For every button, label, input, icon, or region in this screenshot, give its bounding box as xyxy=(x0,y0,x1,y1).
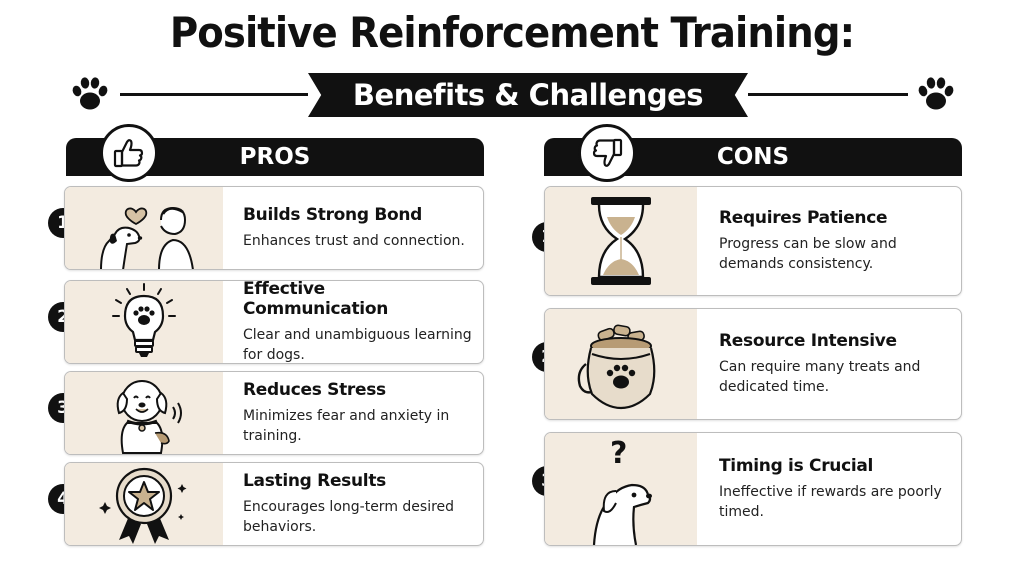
cons-desc-3: Ineffective if rewards are poorly timed. xyxy=(719,484,942,520)
pros-heading-3: Reduces Stress xyxy=(243,380,386,400)
cons-label: CONS xyxy=(716,144,790,170)
treat-pouch-icon xyxy=(577,324,656,410)
paw-print-icon-left xyxy=(72,77,108,110)
cons-desc-1: Progress can be slow and demands consist… xyxy=(719,236,897,272)
lightbulb-paw-icon xyxy=(112,283,176,357)
page-title: Positive Reinforcement Training: xyxy=(169,8,855,57)
pros-desc-1: Enhances trust and connection. xyxy=(243,233,465,249)
dog-and-person-heart-icon xyxy=(100,206,194,269)
pros-card-4: Lasting Results Encourages long-term des… xyxy=(64,462,484,546)
pros-card-1: Builds Strong Bond Enhances trust and co… xyxy=(64,186,484,270)
cons-card-2: Resource Intensive Can require many trea… xyxy=(544,308,962,420)
pros-card-3: Reduces Stress Minimizes fear and anxiet… xyxy=(64,371,484,455)
svg-text:?: ? xyxy=(610,436,627,471)
pros-heading-2: Effective Communication xyxy=(243,280,388,319)
pros-badge xyxy=(100,124,158,182)
thumbs-up-icon xyxy=(113,139,144,168)
hourglass-icon xyxy=(591,197,651,285)
thumbs-down-icon xyxy=(592,138,623,167)
cons-desc-2: Can require many treats and dedicated ti… xyxy=(719,359,921,395)
pros-card-2: Effective Communication Clear and unambi… xyxy=(64,280,484,364)
cons-card-3: ? Timing is Crucial Ineffective if rewar… xyxy=(544,432,962,546)
cons-heading-2: Resource Intensive xyxy=(719,331,897,351)
cons-card-1: Requires Patience Progress can be slow a… xyxy=(544,186,962,296)
cons-badge xyxy=(578,124,636,182)
cons-heading-3: Timing is Crucial xyxy=(719,456,874,476)
pros-heading-4: Lasting Results xyxy=(243,471,386,491)
star-medal-icon xyxy=(99,467,187,544)
subtitle-banner: Benefits & Challenges xyxy=(308,73,748,117)
banner-line-left xyxy=(120,93,308,96)
pros-label: PROS xyxy=(239,144,311,170)
subtitle: Benefits & Challenges xyxy=(352,78,704,112)
happy-puppy-icon xyxy=(116,380,182,454)
pros-heading-1: Builds Strong Bond xyxy=(243,205,423,225)
cons-heading-1: Requires Patience xyxy=(719,208,888,228)
confused-dog-icon: ? xyxy=(592,436,652,545)
banner-line-right xyxy=(748,93,908,96)
pros-desc-3: Minimizes fear and anxiety in training. xyxy=(243,408,450,444)
paw-print-icon-right xyxy=(918,77,954,110)
pros-desc-2: Clear and unambiguous learning for dogs. xyxy=(243,327,472,363)
pros-desc-4: Encourages long-term desired behaviors. xyxy=(243,499,455,535)
